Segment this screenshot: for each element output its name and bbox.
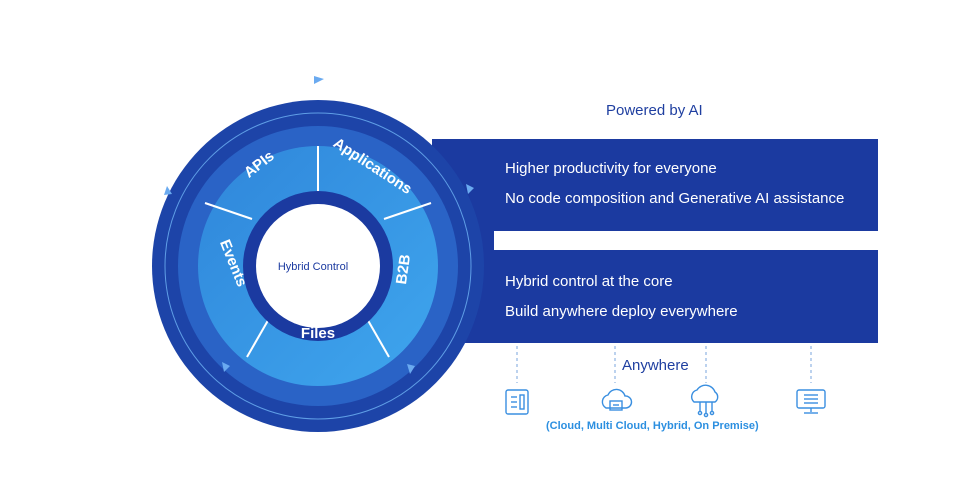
- orbit-marker-icon: [466, 184, 474, 194]
- segment-label-b2b: B2B: [393, 253, 414, 285]
- divider-applications-b2b: [383, 202, 432, 220]
- deploy-icons: [505, 384, 826, 418]
- band-bottom-line-1: Hybrid control at the core: [505, 273, 673, 290]
- hub-label: Hybrid Control: [277, 261, 349, 273]
- orbit-marker-icon: [164, 186, 172, 195]
- connector-lines: [516, 346, 812, 383]
- server-rack-icon: [505, 389, 529, 415]
- band-top-line-1: Higher productivity for everyone: [505, 160, 717, 177]
- heading-powered-by-ai: Powered by AI: [606, 102, 703, 119]
- wheel-orbit-line: [164, 112, 472, 420]
- orbit-marker-icon: [222, 362, 230, 372]
- band-top-line-2: No code composition and Generative AI as…: [505, 190, 845, 207]
- orbit-marker-icon: [407, 364, 415, 374]
- cloud-network-icon: [691, 384, 719, 418]
- anywhere-title: Anywhere: [622, 357, 689, 374]
- divider-events-apis: [204, 202, 253, 220]
- cloud-storage-icon: [601, 388, 633, 411]
- orbit-marker-icon: [314, 76, 324, 84]
- wheel-hub: [256, 204, 380, 328]
- orbit-markers: [164, 76, 474, 374]
- band-bottom-line-2: Build anywhere deploy everywhere: [505, 303, 738, 320]
- monitor-list-icon: [796, 389, 826, 414]
- band-top: [432, 139, 878, 231]
- segment-label-files: Files: [301, 325, 335, 342]
- anywhere-caption: (Cloud, Multi Cloud, Hybrid, On Premise): [546, 420, 759, 432]
- band-bottom: [432, 250, 878, 343]
